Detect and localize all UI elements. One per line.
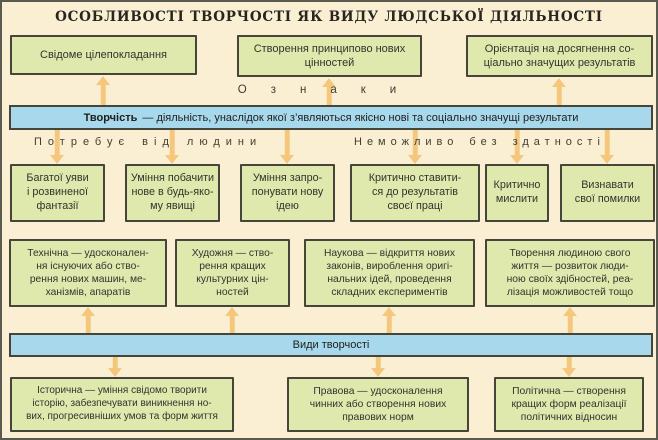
sign-box-new-values: Створення принципово нових цінностей — [237, 35, 422, 77]
kind-box-political: Політична — створення кращих форм реаліз… — [494, 377, 644, 432]
ability-box-text: Визнавати свої помилки — [574, 179, 641, 205]
type-box-scientific: Наукова — відкриття нових законів, вироб… — [304, 239, 475, 307]
type-box-technical: Технічна — удосконален- ня існуючих або … — [9, 239, 167, 307]
up-arrow-icon — [96, 76, 110, 105]
sign-box-social-results: Орієнтація на досягнення со- ціально зна… — [466, 35, 653, 77]
requires-label: Потребує від людини — [34, 136, 263, 148]
up-arrow-icon — [552, 78, 566, 105]
sign-box-goal-setting: Свідоме цілепокладання — [10, 35, 197, 75]
sign-box-text: Створення принципово нових цінностей — [253, 42, 406, 69]
down-arrow-icon — [165, 130, 179, 164]
up-arrow-icon — [382, 307, 396, 333]
requirement-box-propose-idea: Уміння запро- понувати нову ідею — [240, 164, 335, 222]
impossible-label: Неможливо без здатності — [354, 136, 605, 148]
ability-box-admit-mistakes: Визнавати свої помилки — [560, 164, 655, 222]
signs-label: Ознаки — [237, 84, 421, 96]
kind-box-legal: Правова — удосконалення чинних або створ… — [287, 377, 469, 432]
requirement-box-text: Уміння побачити нове в будь-яко- му явищ… — [130, 172, 215, 212]
down-arrow-icon — [50, 130, 64, 164]
ability-box-text: Критично мислити — [493, 179, 541, 205]
type-box-life-creation: Творення людиною свого життя — розвиток … — [485, 239, 655, 307]
sign-box-text: Орієнтація на досягнення со- ціально зна… — [483, 42, 636, 69]
page-title: ОСОБЛИВОСТІ ТВОРЧОСТІ ЯК ВИДУ ЛЮДСЬКОЇ Д… — [55, 9, 603, 25]
down-arrow-icon — [510, 130, 524, 164]
up-arrow-icon — [225, 307, 239, 333]
sign-box-text: Свідоме цілепокладання — [40, 48, 167, 61]
definition-term: Творчість — [83, 111, 138, 124]
definition-bar: Творчість — діяльність, унаслідок якої з’… — [9, 105, 653, 130]
ability-box-text: Критично ставити- ся до результатів своє… — [368, 172, 462, 212]
type-box-text: Творення людиною свого життя — розвиток … — [506, 247, 634, 299]
down-arrow-icon — [562, 357, 576, 377]
kind-box-historical: Історична — уміння свідомо творити істор… — [10, 377, 234, 432]
kind-box-text: Історична — уміння свідомо творити істор… — [26, 385, 218, 422]
ability-box-critical-of-work: Критично ставити- ся до результатів своє… — [350, 164, 480, 222]
type-box-text: Технічна — удосконален- ня існуючих або … — [27, 247, 149, 299]
kind-box-text: Політична — створення кращих форм реаліз… — [511, 385, 627, 424]
definition-text: — діяльність, унаслідок якої з’являються… — [142, 111, 579, 124]
down-arrow-icon — [280, 130, 294, 164]
ability-box-critical-thinking: Критично мислити — [485, 164, 549, 222]
up-arrow-icon — [81, 307, 95, 333]
down-arrow-icon — [408, 130, 422, 164]
type-box-artistic: Художня — ство- рення кращих культурних … — [175, 239, 290, 307]
up-arrow-icon — [563, 307, 577, 333]
types-bar-label: Види творчості — [292, 339, 370, 351]
requirement-box-text: Багатої уяви і розвиненої фантазії — [26, 172, 89, 212]
type-box-text: Наукова — відкриття нових законів, вироб… — [323, 247, 456, 299]
types-bar: Види творчості — [9, 333, 653, 357]
down-arrow-icon — [600, 130, 614, 164]
down-arrow-icon — [108, 357, 122, 377]
requirement-box-text: Уміння запро- понувати нову ідею — [251, 172, 324, 212]
type-box-text: Художня — ство- рення кращих культурних … — [191, 247, 274, 299]
requirement-box-see-new: Уміння побачити нове в будь-яко- му явищ… — [125, 164, 220, 222]
up-arrow-icon — [322, 78, 336, 105]
requirement-box-imagination: Багатої уяви і розвиненої фантазії — [10, 164, 105, 222]
kind-box-text: Правова — удосконалення чинних або створ… — [309, 385, 447, 424]
down-arrow-icon — [371, 357, 385, 377]
